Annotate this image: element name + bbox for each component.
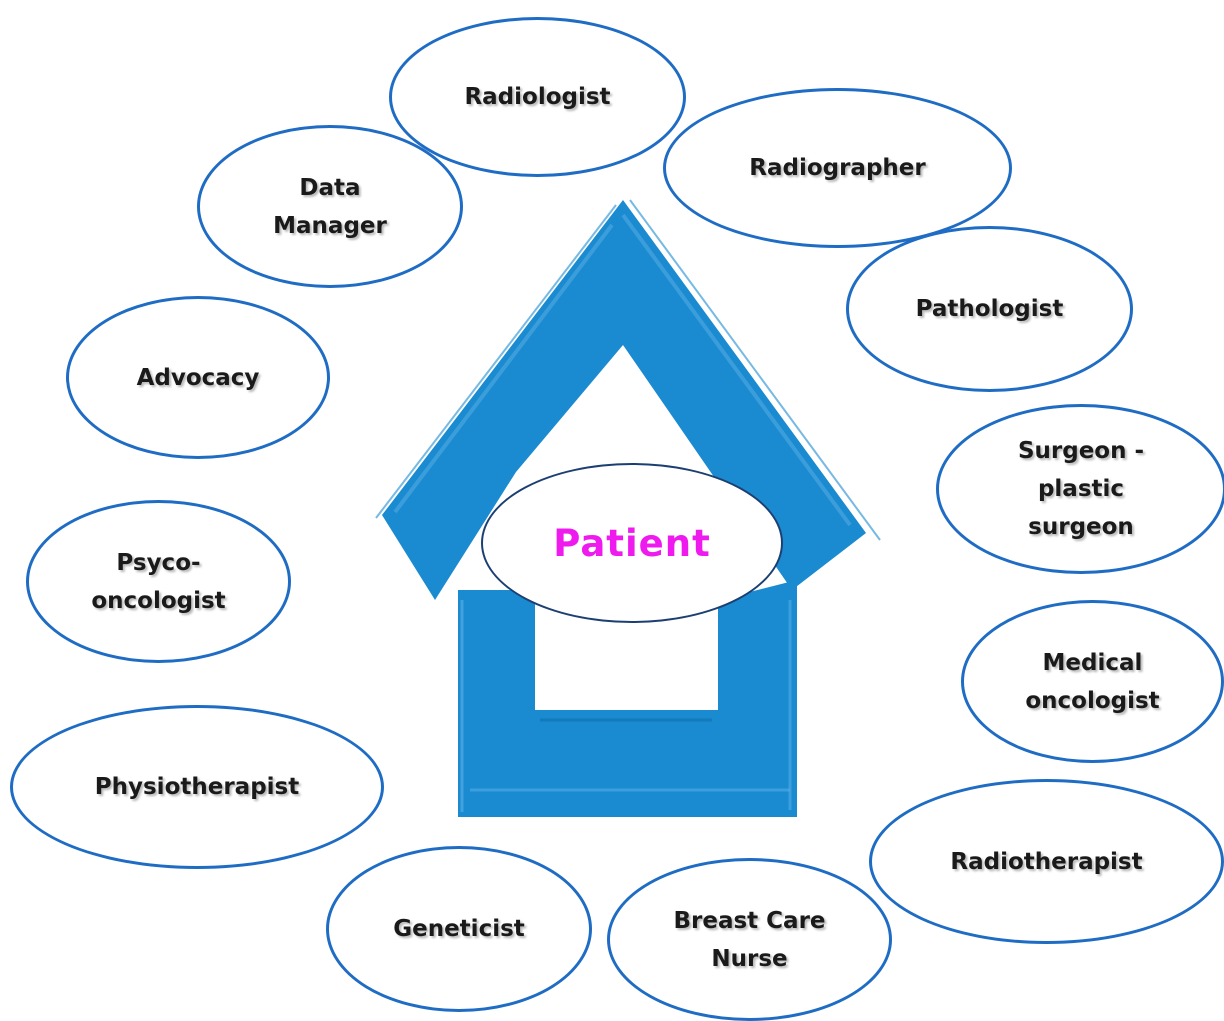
role-radiotherapist: Radiotherapist <box>869 779 1224 944</box>
role-label: Radiographer <box>749 155 926 181</box>
house-walls <box>458 580 797 817</box>
role-label: Medical oncologist <box>1025 649 1160 714</box>
role-label: Radiologist <box>464 84 611 110</box>
role-label: Breast Care Nurse <box>673 907 826 972</box>
role-physiotherapist: Physiotherapist <box>10 705 384 869</box>
role-medical-oncologist: Medical oncologist <box>961 600 1224 763</box>
roof-streak <box>375 204 617 519</box>
role-label: Pathologist <box>915 296 1064 322</box>
roof-streak <box>621 213 852 527</box>
role-geneticist: Geneticist <box>326 846 592 1012</box>
role-advocacy: Advocacy <box>66 296 330 459</box>
role-psyco-oncologist: Psyco- oncologist <box>26 500 291 663</box>
patient-node: Patient <box>481 463 783 623</box>
role-surgeon-plastic-surgeon: Surgeon - plastic surgeon <box>936 404 1224 574</box>
role-label: Geneticist <box>393 916 525 942</box>
roof-streak <box>393 223 614 514</box>
role-label: Physiotherapist <box>94 774 300 800</box>
role-data-manager: Data Manager <box>197 125 463 288</box>
role-pathologist: Pathologist <box>846 226 1133 392</box>
roof-streak <box>629 199 881 541</box>
role-label: Radiotherapist <box>950 848 1143 875</box>
role-label: Surgeon - plastic surgeon <box>1017 438 1145 540</box>
role-label: Psyco- oncologist <box>91 549 226 614</box>
role-radiographer: Radiographer <box>663 88 1012 248</box>
role-label: Data Manager <box>273 174 387 239</box>
role-radiologist: Radiologist <box>389 17 686 177</box>
role-breast-care-nurse: Breast Care Nurse <box>607 858 892 1021</box>
role-label: Advocacy <box>136 364 260 391</box>
patient-label: Patient <box>553 521 711 565</box>
